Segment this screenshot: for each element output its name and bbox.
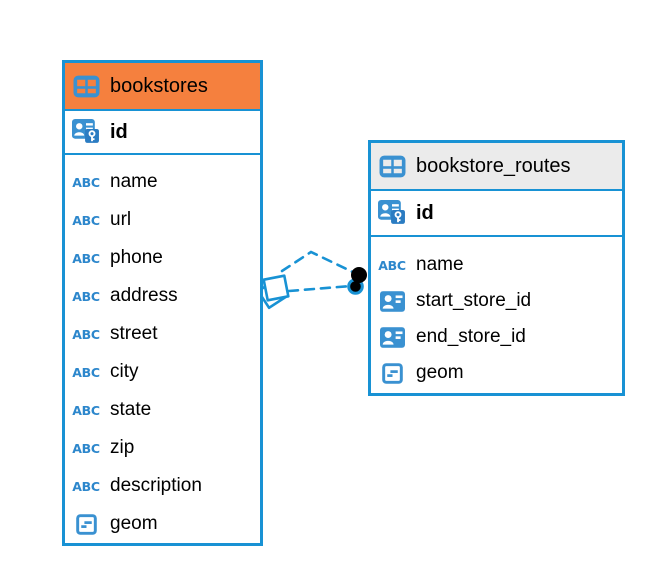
primary-key-row[interactable]: id xyxy=(65,111,260,155)
relationship-line-start-store[interactable] xyxy=(280,250,359,276)
column-row[interactable]: geom xyxy=(371,355,622,391)
column-name: description xyxy=(110,475,202,496)
column-name: name xyxy=(416,254,464,275)
column-name: url xyxy=(110,209,132,230)
columns-list: ABC name ABC url ABC phone ABC address A… xyxy=(65,155,260,543)
column-row[interactable]: ABC state xyxy=(65,391,260,429)
primary-key-icon xyxy=(377,200,407,227)
geometry-column-icon xyxy=(71,514,101,535)
column-name: zip xyxy=(110,437,135,458)
column-row[interactable]: ABC phone xyxy=(65,239,260,277)
column-name: street xyxy=(110,323,158,344)
text-column-icon: ABC xyxy=(72,478,100,494)
table-header[interactable]: bookstore_routes xyxy=(371,143,622,191)
column-name: phone xyxy=(110,247,163,268)
column-name: start_store_id xyxy=(416,290,532,311)
column-row[interactable]: start_store_id xyxy=(371,283,622,319)
reference-column-icon xyxy=(377,327,407,348)
reference-column-icon xyxy=(377,291,407,312)
text-column-icon: ABC xyxy=(72,212,100,228)
relationship-endpoint-dot-lower xyxy=(347,278,364,295)
column-name: geom xyxy=(110,513,158,534)
column-name: address xyxy=(110,285,178,306)
text-column-icon: ABC xyxy=(72,288,100,304)
text-column-icon: ABC xyxy=(72,250,100,266)
text-column-icon: ABC xyxy=(72,174,100,190)
relationship-endpoint-square-front xyxy=(262,274,290,302)
relationship-endpoint-dot-upper xyxy=(351,267,367,283)
column-row[interactable]: ABC address xyxy=(65,277,260,315)
column-name: id xyxy=(416,201,434,224)
column-row[interactable]: ABC url xyxy=(65,201,260,239)
column-name: geom xyxy=(416,362,464,383)
column-row[interactable]: ABC zip xyxy=(65,429,260,467)
column-name: state xyxy=(110,399,152,420)
table-icon xyxy=(71,75,101,98)
text-column-icon: ABC xyxy=(72,402,100,418)
geometry-column-icon xyxy=(377,363,407,384)
table-icon xyxy=(377,155,407,178)
text-column-icon: ABC xyxy=(378,257,406,273)
column-row[interactable]: ABC name xyxy=(65,163,260,201)
column-row[interactable]: ABC name xyxy=(371,247,622,283)
primary-key-icon xyxy=(71,119,101,146)
table-header[interactable]: bookstores xyxy=(65,63,260,111)
table-name: bookstores xyxy=(110,74,208,97)
table-bookstore-routes[interactable]: bookstore_routes id ABC name start_store… xyxy=(368,140,625,396)
text-column-icon: ABC xyxy=(72,326,100,342)
column-name: city xyxy=(110,361,139,382)
relationship-line-end-store[interactable] xyxy=(287,284,353,293)
column-row[interactable]: end_store_id xyxy=(371,319,622,355)
text-column-icon: ABC xyxy=(72,440,100,456)
text-column-icon: ABC xyxy=(72,364,100,380)
table-name: bookstore_routes xyxy=(416,154,571,177)
primary-key-row[interactable]: id xyxy=(371,191,622,237)
table-bookstores[interactable]: bookstores id ABC name ABC url ABC phone… xyxy=(62,60,263,546)
column-name: name xyxy=(110,171,158,192)
column-name: end_store_id xyxy=(416,326,526,347)
column-name: id xyxy=(110,120,128,143)
column-row[interactable]: ABC description xyxy=(65,467,260,505)
column-row[interactable]: ABC street xyxy=(65,315,260,353)
column-row[interactable]: ABC city xyxy=(65,353,260,391)
column-row[interactable]: geom xyxy=(65,505,260,543)
columns-list: ABC name start_store_id end_store_id ge xyxy=(371,237,622,391)
